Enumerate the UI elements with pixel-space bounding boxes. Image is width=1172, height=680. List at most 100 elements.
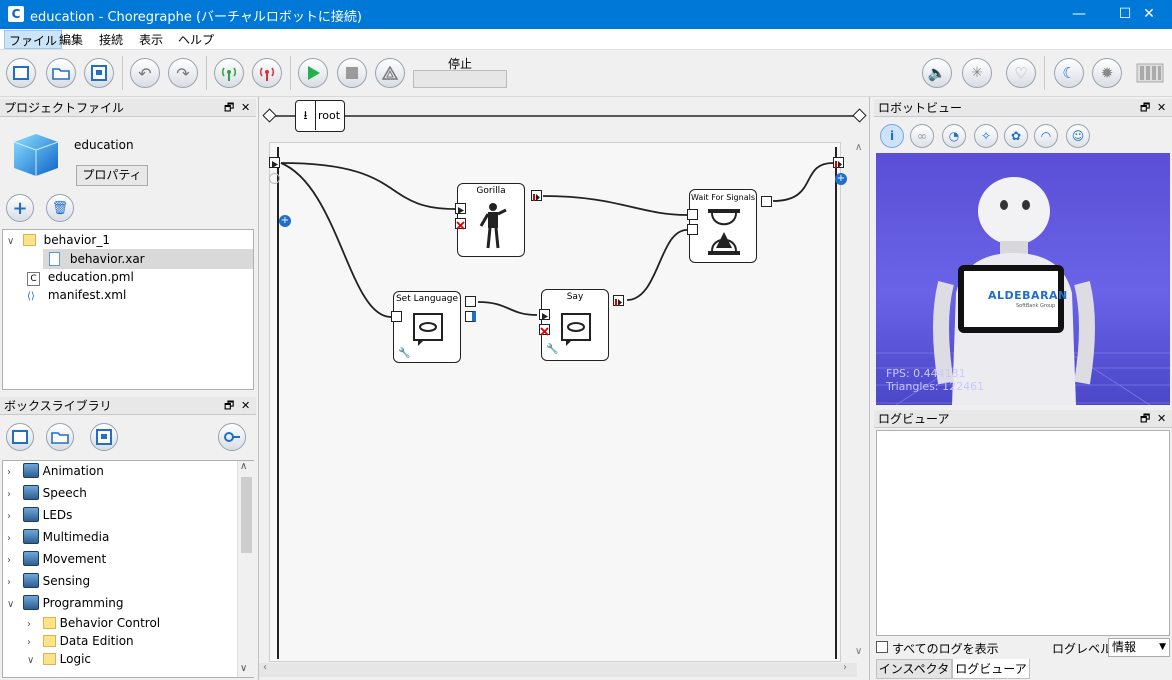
box-set-language[interactable]: Set Language 🔧 [393, 291, 461, 363]
tab-log-viewer[interactable]: ログビューア [952, 659, 1030, 679]
menu-help[interactable]: ヘルプ [178, 33, 215, 47]
touch-view-button[interactable]: ✧ [974, 124, 998, 148]
volume-button[interactable]: 🔈 [922, 58, 952, 88]
scroll-down-icon[interactable]: ∨ [240, 663, 248, 674]
library-item-sensing[interactable]: › Sensing [7, 571, 90, 591]
folder-icon [22, 234, 36, 246]
set-language-input-port[interactable] [391, 311, 402, 322]
say-stop-port[interactable] [539, 324, 550, 336]
box-library-icon [22, 529, 39, 544]
add-file-button[interactable]: + [6, 194, 34, 222]
minimize-button[interactable]: — [1072, 6, 1086, 22]
tree-item-behavior-folder[interactable]: ∨ behavior_1 [7, 230, 110, 250]
scroll-left-icon[interactable]: ‹ [263, 662, 267, 673]
library-item-multimedia[interactable]: › Multimedia [7, 527, 109, 547]
set-language-output-port[interactable] [465, 296, 476, 307]
breadcrumb-root[interactable]: ⭳ root [295, 100, 345, 132]
menu-view[interactable]: 表示 [139, 33, 164, 47]
close-icon[interactable]: ✕ [1157, 101, 1167, 114]
new-project-button[interactable] [6, 58, 36, 88]
diagram-start-port[interactable] [269, 157, 280, 168]
log-output[interactable] [876, 430, 1170, 636]
library-save-button[interactable] [90, 423, 118, 451]
redo-button[interactable]: ↷ [168, 58, 198, 88]
add-parameter-icon[interactable]: + [279, 215, 291, 227]
wait-signal1-port[interactable] [687, 209, 698, 220]
gorilla-start-port[interactable] [455, 203, 466, 214]
maximize-button[interactable]: ☐ [1118, 6, 1132, 22]
library-search-button[interactable] [218, 423, 246, 451]
float-icon[interactable]: 🗗 [224, 399, 235, 412]
tree-item-behavior-xar[interactable]: behavior.xar [43, 249, 253, 269]
box-wait-for-signals[interactable]: Wait For Signals [689, 189, 757, 263]
delete-file-button[interactable]: 🗑 [46, 194, 74, 222]
library-item-programming[interactable]: ∨ Programming [7, 593, 124, 613]
box-say[interactable]: Say 🔧 [541, 289, 609, 361]
library-open-button[interactable] [46, 423, 74, 451]
float-icon[interactable]: 🗗 [224, 101, 235, 114]
play-button[interactable] [298, 58, 328, 88]
open-project-button[interactable] [46, 58, 76, 88]
log-level-select[interactable]: 情報 ▼ [1108, 638, 1170, 657]
wait-output-port[interactable] [761, 196, 772, 207]
scroll-down-icon[interactable]: ∨ [855, 646, 863, 657]
gorilla-done-port[interactable] [531, 190, 542, 201]
face-view-button[interactable]: ☺ [1066, 124, 1090, 148]
library-item-leds[interactable]: › LEDs [7, 505, 72, 525]
debug-button[interactable] [375, 58, 405, 88]
robot-posture-button[interactable]: ✳ [962, 58, 992, 88]
scrollbar-thumb[interactable] [241, 477, 252, 553]
close-icon[interactable]: ✕ [241, 399, 251, 412]
say-done-port[interactable] [613, 295, 624, 306]
library-item-data-edition[interactable]: › Data Edition [27, 631, 134, 651]
sonar-view-button[interactable]: ◠ [1034, 124, 1058, 148]
connect-button[interactable] [214, 58, 244, 88]
canvas-vscroll[interactable]: ∧ ∨ [853, 142, 867, 662]
canvas-hscroll[interactable]: ‹ › [259, 662, 857, 677]
scroll-up-icon[interactable]: ∧ [855, 142, 863, 153]
add-input-icon[interactable] [269, 173, 280, 184]
close-icon[interactable]: ✕ [241, 101, 251, 114]
gorilla-stop-port[interactable] [455, 218, 466, 230]
scroll-up-icon[interactable]: ∧ [240, 461, 248, 472]
library-item-logic[interactable]: ∨ Logic [27, 649, 91, 669]
tab-inspector[interactable]: インスペクタ [876, 659, 952, 679]
wake-up-button[interactable]: ✹ [1092, 58, 1122, 88]
library-item-behavior-control[interactable]: › Behavior Control [27, 613, 160, 633]
stop-button[interactable] [337, 58, 367, 88]
show-all-logs-checkbox[interactable] [876, 641, 888, 653]
diagram-end-port[interactable] [833, 157, 844, 168]
menu-edit[interactable]: 編集 [59, 33, 84, 47]
info-view-button[interactable]: i [880, 124, 904, 148]
float-icon[interactable]: 🗗 [1140, 101, 1151, 114]
tree-item-pml[interactable]: C education.pml [27, 267, 134, 287]
close-button[interactable]: ✕ [1143, 6, 1155, 22]
tree-item-manifest[interactable]: ⟨⟩ manifest.xml [27, 288, 127, 302]
float-icon[interactable]: 🗗 [1140, 412, 1151, 425]
library-scrollbar[interactable]: ∧ ∨ [237, 461, 254, 677]
save-project-button[interactable] [84, 58, 114, 88]
wait-signal2-port[interactable] [687, 224, 698, 235]
menu-file[interactable]: ファイル [4, 30, 63, 49]
disconnect-button[interactable] [252, 58, 282, 88]
rest-button[interactable]: ☾ [1054, 58, 1084, 88]
library-item-speech[interactable]: › Speech [7, 483, 87, 503]
joints-view-button[interactable]: ∞ [910, 124, 934, 148]
robot-3d-view[interactable]: ALDEBARAN SoftBank Group FPS: 0.444131 T… [876, 153, 1170, 405]
add-output-icon[interactable]: + [835, 173, 847, 185]
library-item-animation[interactable]: › Animation [7, 461, 104, 481]
undo-button[interactable]: ↶ [130, 58, 160, 88]
log-level-label: ログレベル: [1052, 642, 1117, 656]
autonomous-life-button[interactable]: ♡ [1006, 58, 1036, 88]
close-icon[interactable]: ✕ [1157, 412, 1167, 425]
settings-view-button[interactable]: ✿ [1004, 124, 1028, 148]
properties-button[interactable]: プロパティ [76, 165, 148, 186]
scroll-right-icon[interactable]: › [843, 662, 847, 673]
pose-view-button[interactable]: ◔ [942, 124, 966, 148]
library-item-movement[interactable]: › Movement [7, 549, 106, 569]
box-gorilla[interactable]: Gorilla [457, 183, 525, 257]
say-start-port[interactable] [539, 309, 550, 320]
library-new-button[interactable] [6, 423, 34, 451]
menu-connect[interactable]: 接続 [99, 33, 124, 47]
set-language-param-port[interactable] [465, 311, 476, 322]
